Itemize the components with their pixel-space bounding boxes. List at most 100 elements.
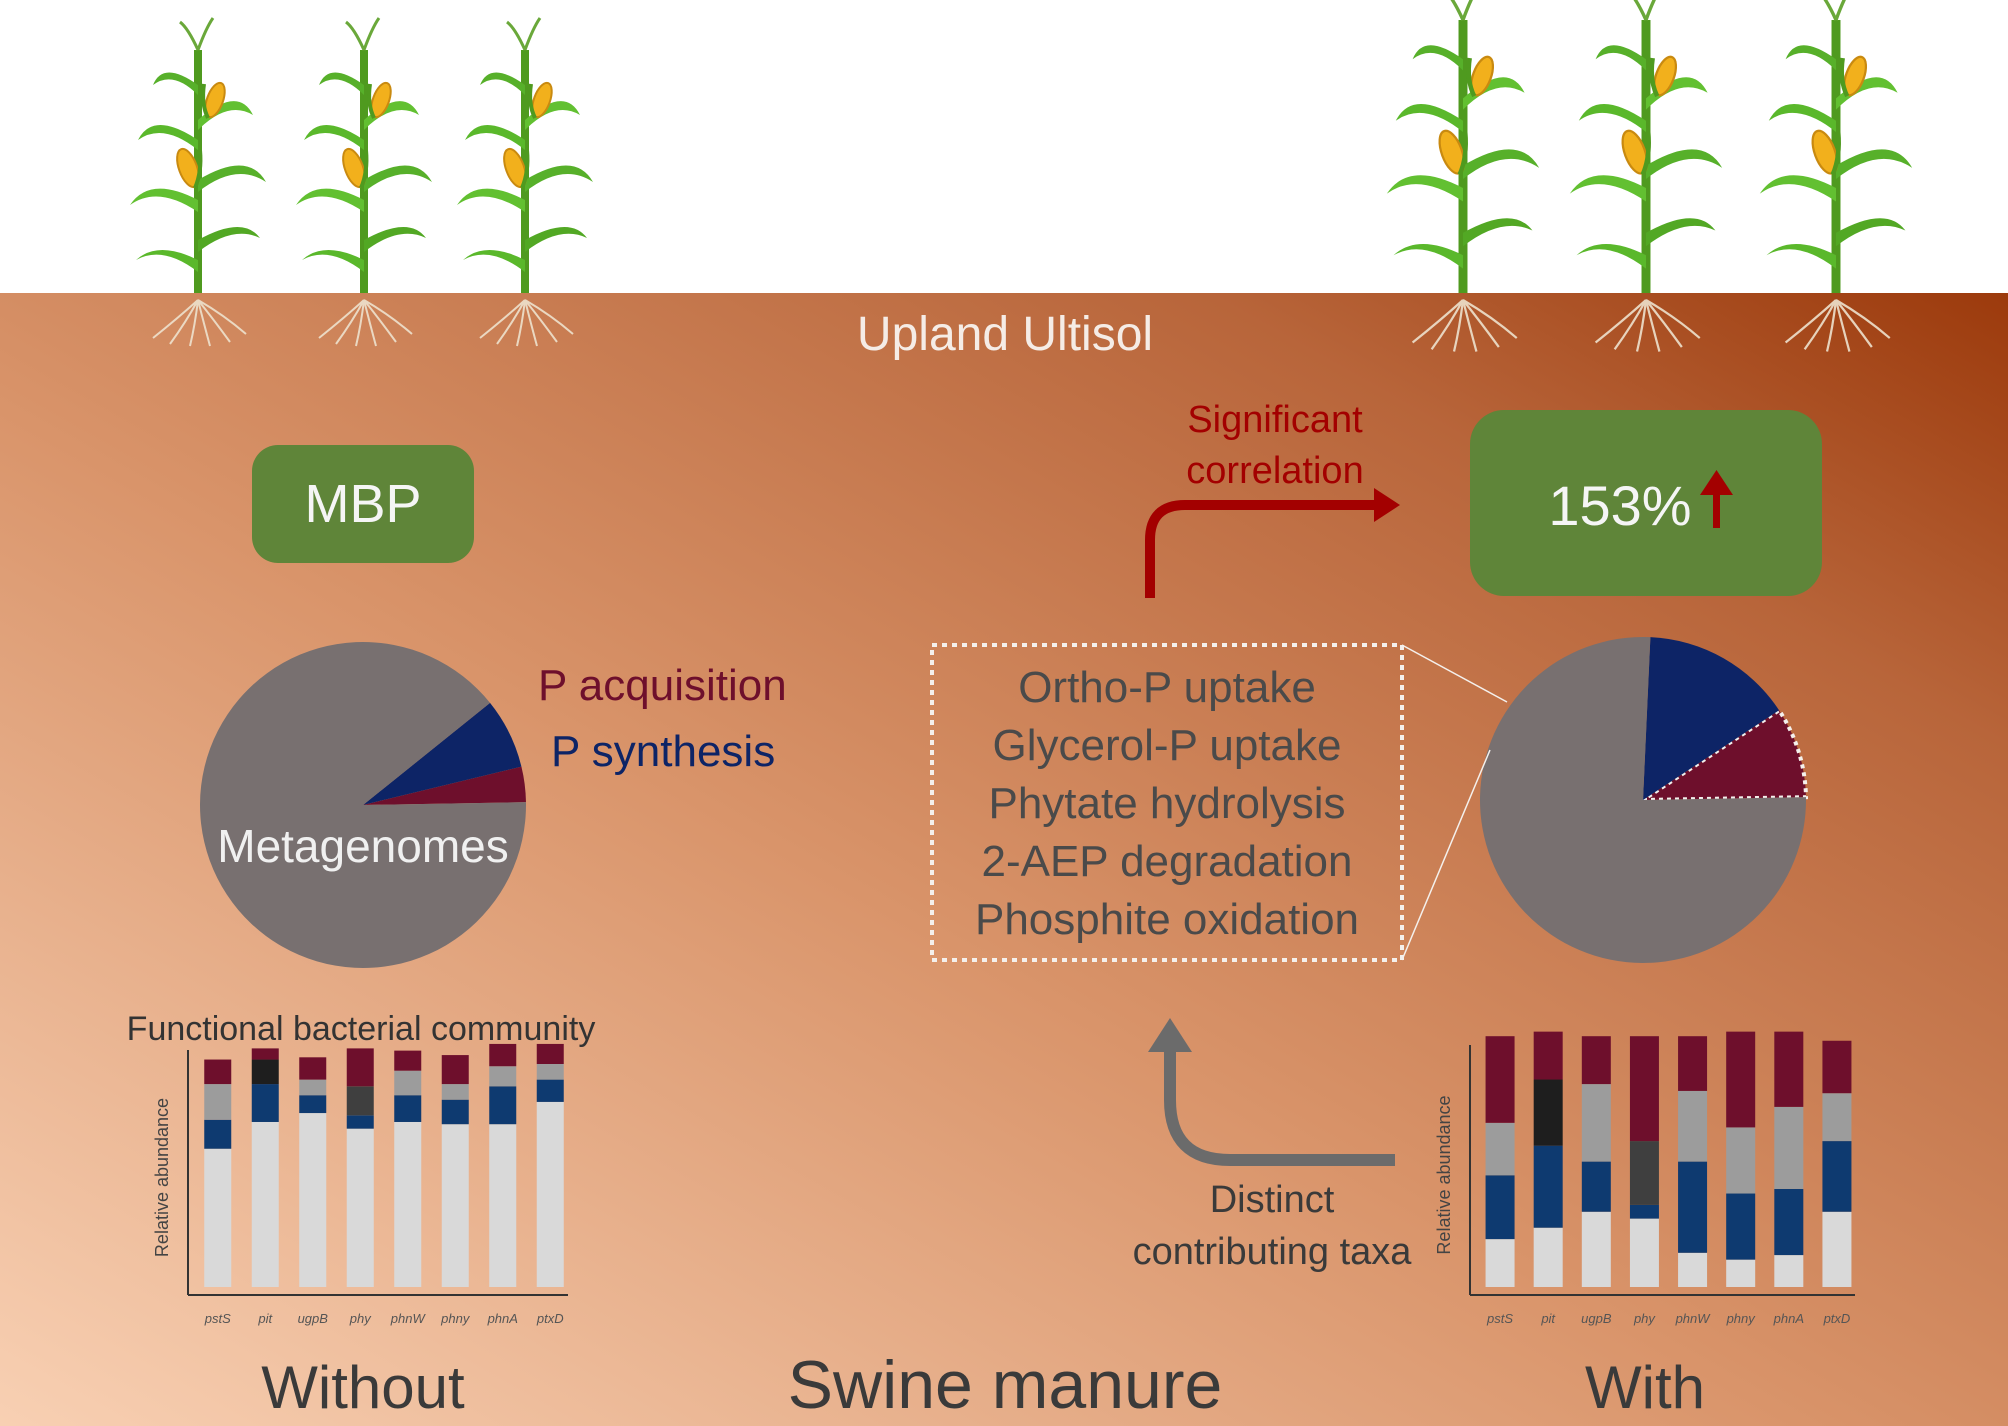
roots (152, 299, 1891, 352)
bar-segment (1533, 1079, 1563, 1146)
pie-slice (1480, 637, 1806, 963)
pie-label-acquisition: P acquisition (538, 661, 787, 710)
bar-segment (299, 1079, 327, 1096)
bar-segment (1678, 1161, 1708, 1253)
increase-label: 153% (1548, 474, 1691, 537)
bar-segment (346, 1086, 374, 1116)
pathway-item: Phosphite oxidation (975, 895, 1359, 944)
bar-segment (346, 1128, 374, 1287)
pie-chart-without (200, 641, 527, 968)
pie-slice (1643, 710, 1806, 800)
x-tick-label: pstS (204, 1311, 231, 1326)
taxa-arrow (1164, 1045, 1395, 1166)
bar-segment (1485, 1175, 1515, 1240)
bar-segment (204, 1148, 232, 1287)
bar-segment (1629, 1204, 1659, 1219)
bar-segment (204, 1059, 232, 1085)
bar-segment (1726, 1031, 1756, 1128)
x-tick-label: phy (349, 1311, 372, 1326)
bar-segment (441, 1099, 469, 1125)
bar-segment (251, 1084, 279, 1122)
bar-segment (1629, 1141, 1659, 1205)
taxa-label-line2: contributing taxa (1133, 1231, 1413, 1273)
bar-segment (394, 1070, 422, 1096)
x-tick-label: ugpB (298, 1311, 329, 1326)
treatment-without-label: Without (261, 1354, 465, 1421)
bar-segment (441, 1055, 469, 1085)
increase-box (1470, 410, 1822, 596)
x-tick-label: ptxD (1823, 1311, 1851, 1326)
pie-label-synthesis: P synthesis (551, 727, 775, 776)
bar-segment (204, 1119, 232, 1149)
x-tick-label: pit (1540, 1311, 1556, 1326)
bar-segment (536, 1043, 564, 1064)
pie-chart-with (1480, 637, 1809, 963)
bar-segment (251, 1121, 279, 1287)
x-tick-label: phnW (390, 1311, 427, 1326)
bar-segment (1678, 1036, 1708, 1091)
bar-segment (1726, 1193, 1756, 1260)
x-tick-label: ugpB (1581, 1311, 1612, 1326)
zoom-line-top (1401, 644, 1508, 703)
y-axis-label: Relative abundance (152, 1098, 172, 1257)
bar-chart-without: Relative abundance pstS pit ugpB phy phnW phny… (152, 1043, 568, 1326)
bar-segment (1822, 1040, 1852, 1094)
bar-segment (441, 1084, 469, 1100)
x-tick-label: phny (440, 1311, 471, 1326)
community-title: Functional bacterial community (127, 1010, 596, 1048)
bar-segment (204, 1084, 232, 1120)
x-tick-label: phnA (1773, 1311, 1804, 1326)
x-tick-label: pit (257, 1311, 273, 1326)
bar-segment (489, 1086, 517, 1125)
bar-segment (1581, 1084, 1611, 1162)
correlation-label-line2: correlation (1186, 450, 1363, 492)
bar-segment (1726, 1127, 1756, 1194)
bar-segment (536, 1101, 564, 1287)
pie-slice-highlight (1636, 707, 1809, 803)
bar-segment (1485, 1239, 1515, 1287)
bar-segment (1726, 1259, 1756, 1287)
bar-segment (1629, 1036, 1659, 1142)
pie-slice (363, 702, 522, 805)
bar-segment (1774, 1031, 1804, 1107)
bar-segment (394, 1050, 422, 1071)
x-tick-label: phy (1633, 1311, 1656, 1326)
bar-segment (1822, 1211, 1852, 1287)
correlation-arrowhead-icon (1374, 488, 1400, 522)
pathway-item: Glycerol-P uptake (993, 721, 1342, 770)
zoom-line-bottom (1401, 749, 1491, 961)
mbp-label: MBP (304, 474, 421, 534)
correlation-label-line1: Significant (1187, 399, 1363, 441)
treatment-title: Swine manure (788, 1347, 1223, 1423)
x-tick-label: ptxD (536, 1311, 564, 1326)
x-tick-label: phnA (487, 1311, 518, 1326)
pie-slice (363, 766, 526, 805)
bar-segment (394, 1121, 422, 1287)
pathway-item: 2-AEP degradation (981, 837, 1352, 886)
bar-segment (1822, 1093, 1852, 1142)
pathways-box (930, 643, 1404, 962)
bar-segment (1533, 1031, 1563, 1080)
bar-segment (346, 1115, 374, 1129)
bar-segment (1774, 1188, 1804, 1256)
pathway-list: Ortho-P uptake Glycerol-P uptake Phytate… (975, 663, 1359, 944)
bar-segment (1774, 1106, 1804, 1189)
bar-segment (1485, 1122, 1515, 1176)
bar-segment (536, 1064, 564, 1080)
bar-segment (1678, 1090, 1708, 1162)
bar-segment (1533, 1145, 1563, 1228)
x-tick-label: phny (1726, 1311, 1757, 1326)
up-arrow-icon (1700, 470, 1733, 528)
y-axis-label: Relative abundance (1434, 1095, 1454, 1254)
bar-segment (1629, 1218, 1659, 1287)
bar-segment (251, 1059, 279, 1085)
bar-segment (441, 1124, 469, 1287)
taxa-arrowhead-icon (1148, 1018, 1192, 1052)
bar-segment (1533, 1227, 1563, 1287)
bar-segment (1678, 1252, 1708, 1287)
pathway-item: Ortho-P uptake (1018, 663, 1316, 712)
soil-label: Upland Ultisol (857, 308, 1153, 361)
